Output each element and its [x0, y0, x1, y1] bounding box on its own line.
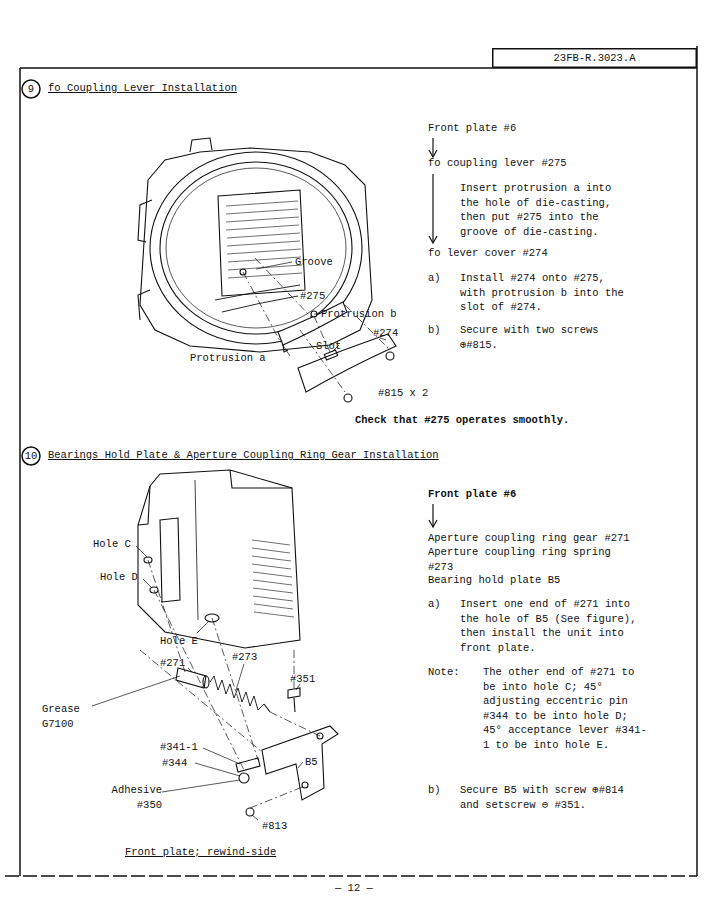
figure-caption: Front plate; rewind-side	[125, 845, 276, 860]
step-text: Aperture coupling ring gear #271	[428, 531, 643, 546]
section-heading: Bearings Hold Plate & Aperture Coupling …	[48, 448, 439, 463]
document-number: 23FB-R.3023.A	[554, 51, 636, 65]
note-text: The other end of #271 to be into hole C;…	[483, 665, 651, 752]
step-number: 9	[28, 82, 34, 96]
callout-number: #813	[262, 819, 287, 834]
part-label: Groove	[295, 255, 333, 270]
check-note: Check that #275 operates smoothly.	[355, 413, 569, 428]
callout-number: B5	[305, 755, 318, 770]
callout-number: #274	[373, 326, 398, 341]
section-heading: fo Coupling Lever Installation	[48, 81, 237, 96]
callout-number: #351	[290, 672, 315, 687]
part-label: Hole E	[160, 634, 198, 649]
step-number-circle: 10	[21, 446, 41, 466]
part-label: Hole D	[100, 570, 138, 585]
part-label: Protrusion b	[321, 307, 397, 322]
instruction-text: Secure B5 with screw ⊕#814 and setscrew …	[460, 783, 640, 812]
instruction-text: Insert protrusion a into the hole of die…	[460, 181, 632, 239]
instruction-text: Install #274 onto #275, with protrusion …	[460, 271, 632, 315]
page-number: — 12 —	[335, 881, 373, 896]
document-number-box: 23FB-R.3023.A	[492, 48, 697, 68]
part-label: Protrusion a	[190, 351, 266, 366]
step-text: fo coupling lever #275	[428, 156, 567, 171]
part-label: Hole C	[93, 537, 131, 552]
step-text: Front plate #6	[428, 487, 516, 502]
callout-number: #815 x 2	[378, 386, 428, 401]
item-marker: b)	[428, 323, 441, 338]
part-label: Grease G7100	[42, 702, 92, 731]
item-marker: b)	[428, 783, 441, 798]
part-label: Slot	[316, 339, 341, 354]
item-marker: a)	[428, 271, 441, 286]
part-label: Adhesive #350	[100, 783, 162, 812]
step-number: 10	[25, 449, 38, 463]
callout-number: #344	[162, 756, 187, 771]
item-marker: a)	[428, 597, 441, 612]
callout-number: #273	[232, 650, 257, 665]
step-text: Bearing hold plate B5	[428, 573, 560, 588]
step-number-circle: 9	[21, 79, 41, 99]
callout-number: #341-1	[160, 740, 198, 755]
callout-number: #271	[160, 656, 185, 671]
note-marker: Note:	[428, 665, 460, 680]
step-text: Front plate #6	[428, 121, 516, 136]
step-text: fo lever cover #274	[428, 246, 548, 261]
step-text: Aperture coupling ring spring #273	[428, 545, 628, 574]
instruction-text: Insert one end of #271 into the hole of …	[460, 597, 652, 655]
instruction-text: Secure with two screws ⊕#815.	[460, 323, 632, 352]
callout-number: #275	[300, 289, 325, 304]
